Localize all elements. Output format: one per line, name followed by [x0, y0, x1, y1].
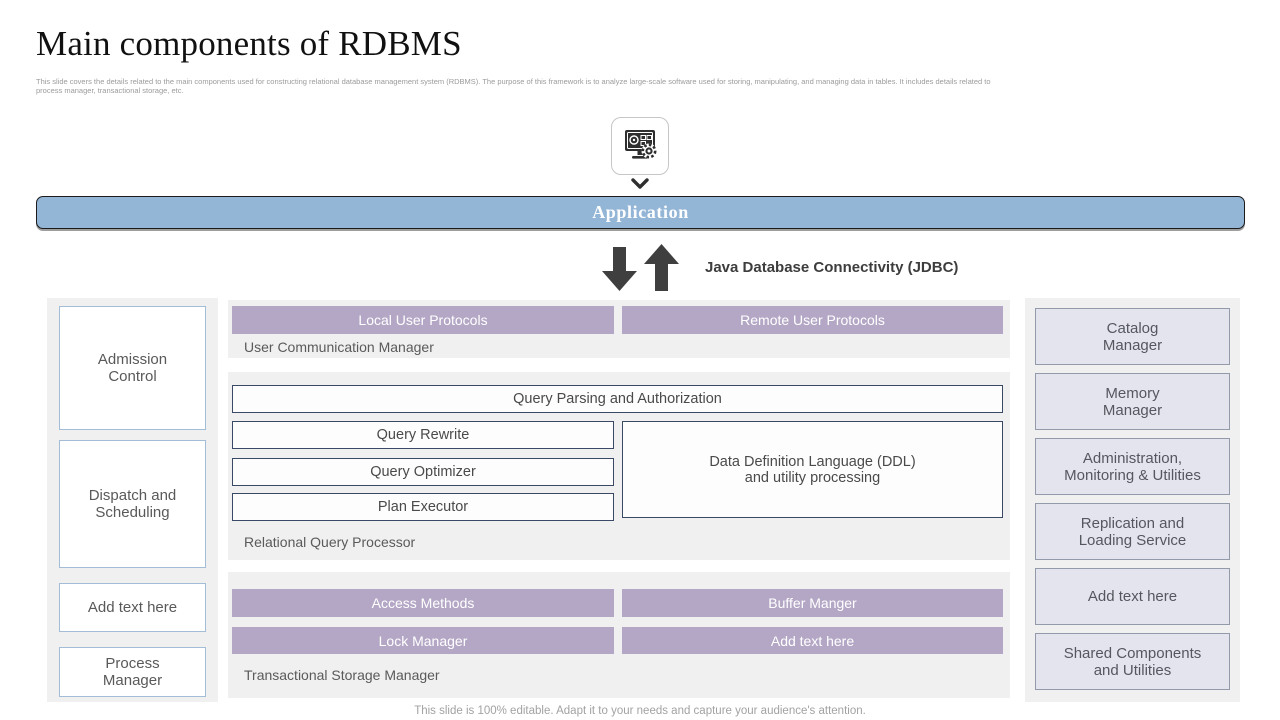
block-arrow-down-icon [602, 247, 637, 291]
slide-subtitle: This slide covers the details related to… [36, 77, 991, 95]
box-replication-loading: Replication and Loading Service [1035, 503, 1230, 560]
computer-with-gear-icon [625, 130, 657, 159]
box-query-optimizer: Query Optimizer [232, 458, 614, 486]
box-dispatch-scheduling: Dispatch and Scheduling [59, 440, 206, 568]
page-title: Main components of RDBMS [36, 24, 462, 63]
storage-manager-label: Transactional Storage Manager [244, 667, 440, 683]
left-panel: Admission Control Dispatch and Schedulin… [47, 298, 218, 702]
box-add-text-right: Add text here [1035, 568, 1230, 625]
chevron-down-icon [631, 178, 649, 189]
footer-note: This slide is 100% editable. Adapt it to… [414, 705, 866, 717]
bar-add-text-storage: Add text here [622, 627, 1003, 654]
application-label: Application [592, 202, 689, 222]
block-arrow-up-icon [644, 244, 679, 291]
box-admin-monitoring: Administration, Monitoring & Utilities [1035, 438, 1230, 495]
bar-buffer-manager: Buffer Manger [622, 589, 1003, 617]
storage-manager-panel: Access Methods Buffer Manger Lock Manage… [228, 572, 1010, 698]
user-communication-label: User Communication Manager [244, 339, 434, 355]
box-memory-manager: Memory Manager [1035, 373, 1230, 430]
right-panel: Catalog Manager Memory Manager Administr… [1025, 298, 1240, 702]
box-admission-control: Admission Control [59, 306, 206, 430]
box-process-manager: Process Manager [59, 647, 206, 697]
application-bar: Application [36, 196, 1245, 229]
bar-lock-manager: Lock Manager [232, 627, 614, 654]
box-plan-executor: Plan Executor [232, 493, 614, 521]
box-query-rewrite: Query Rewrite [232, 421, 614, 449]
bar-remote-user-protocols: Remote User Protocols [622, 306, 1003, 334]
computer-icon-frame [611, 117, 669, 175]
box-shared-components: Shared Components and Utilities [1035, 633, 1230, 690]
user-communication-panel: Local User Protocols Remote User Protoco… [228, 300, 1010, 358]
box-query-parsing: Query Parsing and Authorization [232, 385, 1003, 413]
bar-access-methods: Access Methods [232, 589, 614, 617]
box-add-text-left: Add text here [59, 583, 206, 632]
box-catalog-manager: Catalog Manager [1035, 308, 1230, 365]
jdbc-label: Java Database Connectivity (JDBC) [705, 259, 959, 276]
bar-local-user-protocols: Local User Protocols [232, 306, 614, 334]
query-processor-label: Relational Query Processor [244, 534, 416, 550]
query-processor-panel: Query Parsing and Authorization Query Re… [228, 372, 1010, 560]
box-ddl-processing: Data Definition Language (DDL) and utili… [622, 421, 1003, 518]
